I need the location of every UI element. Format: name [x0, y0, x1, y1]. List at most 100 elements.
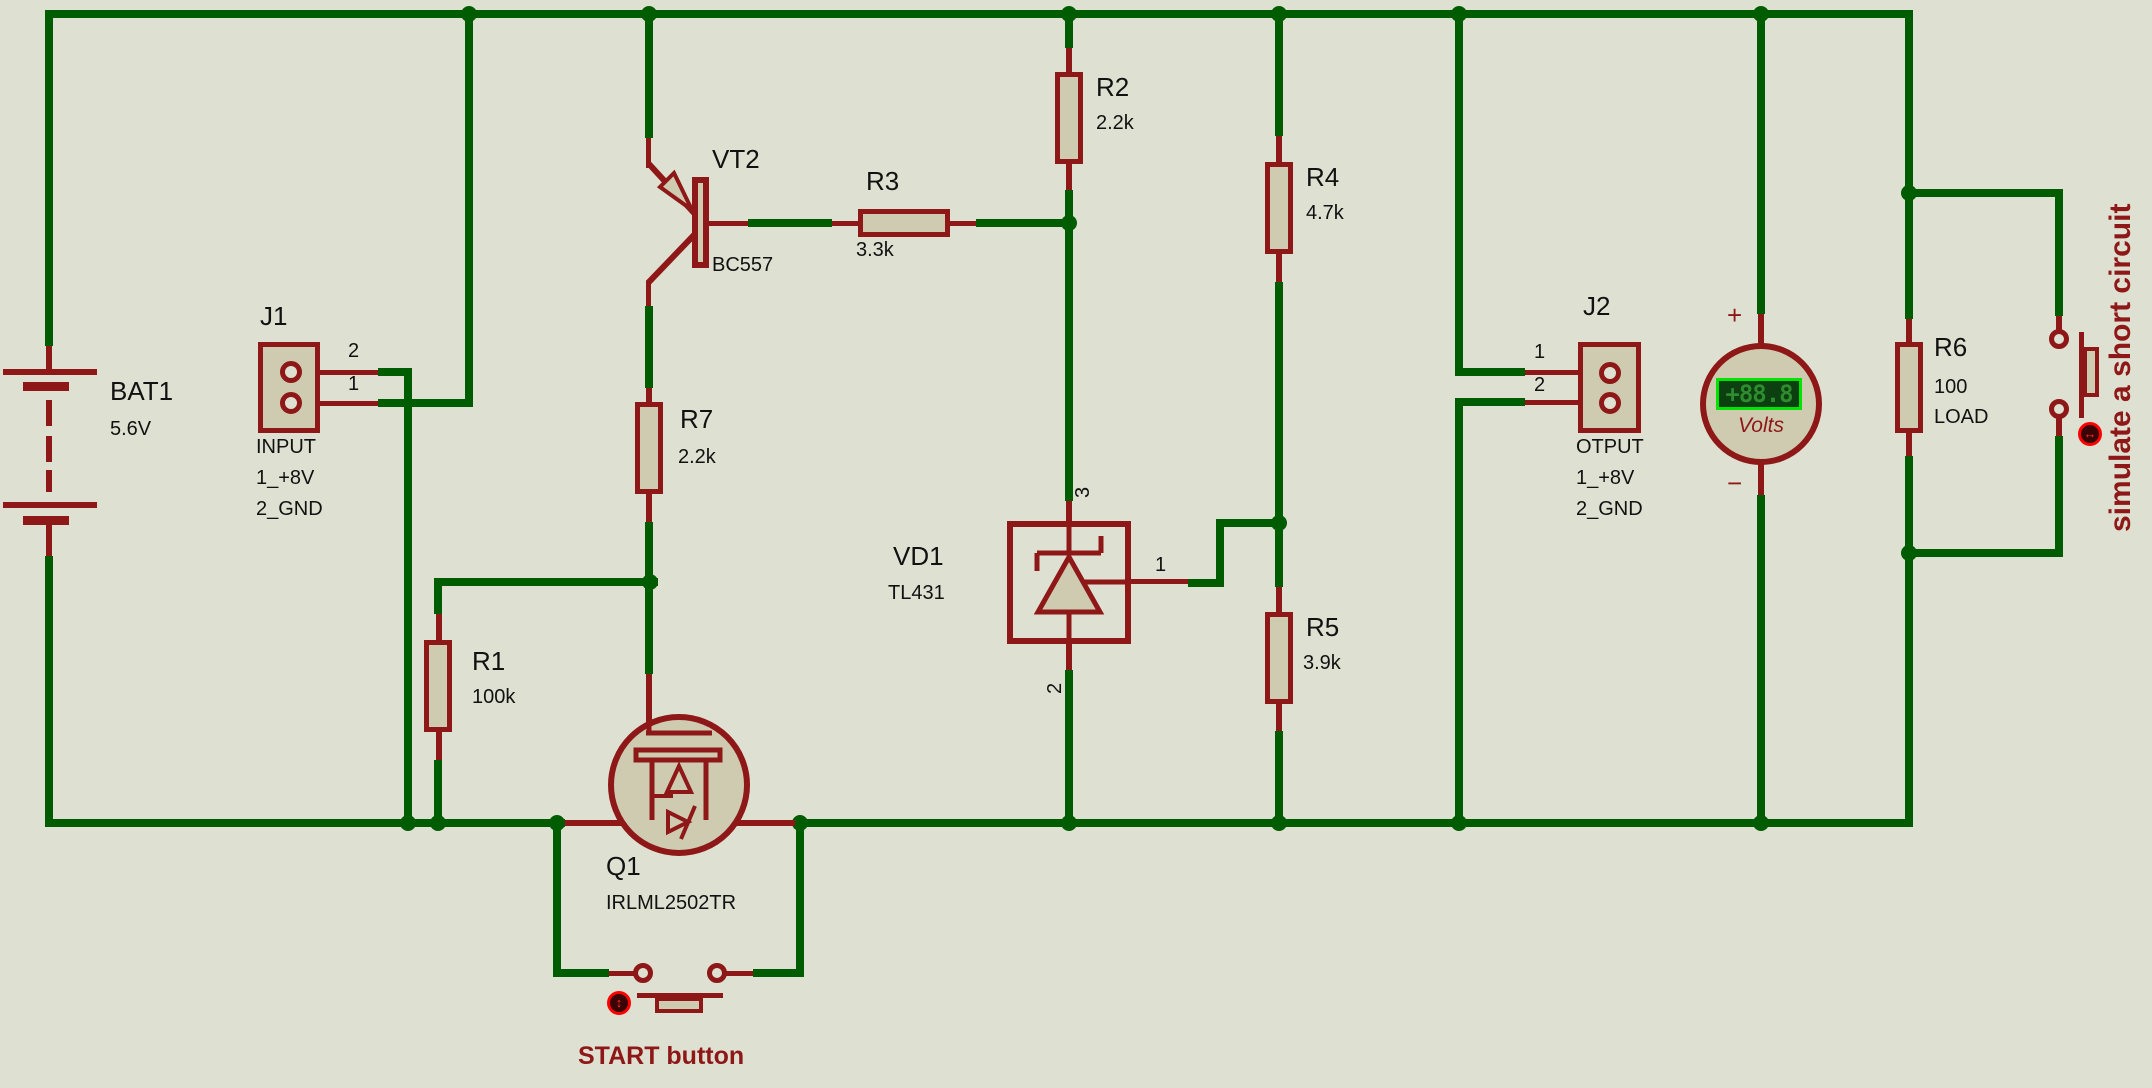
- pin-r7-bottom[interactable]: [646, 492, 652, 524]
- wire-r4-bottom[interactable]: [1275, 282, 1283, 527]
- connector-j2-pin1-terminal[interactable]: [1599, 362, 1621, 384]
- short-button-terminal-top[interactable]: [2049, 329, 2069, 349]
- wire-r6-top[interactable]: [1905, 193, 1913, 319]
- wire-r1-top[interactable]: [434, 578, 442, 614]
- pin-vd1-1[interactable]: [1128, 579, 1190, 584]
- pin-r7-top[interactable]: [646, 386, 652, 404]
- wire-start-left-h[interactable]: [553, 969, 609, 977]
- resistor-r6-body[interactable]: [1895, 342, 1923, 433]
- pin-short-bottom[interactable]: [2056, 417, 2062, 438]
- mosfet-q1-symbol[interactable]: [598, 703, 768, 868]
- wire-vd1-cathode[interactable]: [1065, 223, 1073, 501]
- start-button-actuator-bar[interactable]: [637, 993, 723, 998]
- resistor-r1-body[interactable]: [424, 640, 452, 732]
- wire-r5-top[interactable]: [1275, 525, 1283, 587]
- start-button-marker[interactable]: ↕: [607, 991, 631, 1015]
- pin-vt2-base[interactable]: [708, 221, 752, 226]
- battery-dash-icon[interactable]: [46, 470, 52, 492]
- pin-meter-top[interactable]: [1758, 312, 1764, 346]
- wire-right-rail-bottom[interactable]: [1905, 549, 1913, 827]
- start-button-cap[interactable]: [655, 997, 703, 1013]
- wire-right-rail-top[interactable]: [1905, 10, 1913, 200]
- pin-r1-bottom[interactable]: [436, 730, 442, 762]
- start-button-terminal-left[interactable]: [633, 963, 653, 983]
- pin-r6-top[interactable]: [1906, 315, 1912, 344]
- pin-short-top[interactable]: [2056, 314, 2062, 330]
- wire-start-right-h[interactable]: [753, 969, 804, 977]
- wire-short-bottom-v[interactable]: [2055, 436, 2063, 557]
- short-button-terminal-bottom[interactable]: [2049, 399, 2069, 419]
- wire-vd1-anode[interactable]: [1065, 670, 1073, 827]
- pin-vd1-3[interactable]: [1066, 499, 1072, 525]
- pin-r4-bottom[interactable]: [1276, 252, 1282, 284]
- wire-vt2-collector[interactable]: [645, 306, 653, 388]
- pin-vt2-collector[interactable]: [646, 281, 651, 308]
- connector-j1-body[interactable]: [258, 342, 320, 433]
- wire-j1-vcc-h[interactable]: [378, 399, 473, 407]
- pin-r4-top[interactable]: [1276, 134, 1282, 164]
- wire-vd1-ref-v[interactable]: [1216, 519, 1224, 587]
- resistor-r5-body[interactable]: [1265, 612, 1293, 704]
- wire-r2-bottom[interactable]: [1065, 190, 1073, 227]
- wire-left-rail-upper[interactable]: [45, 10, 53, 346]
- transistor-vt2-symbol[interactable]: [590, 130, 810, 330]
- battery-plate-short-top[interactable]: [23, 382, 69, 391]
- wire-short-top-v[interactable]: [2055, 189, 2063, 316]
- short-button-marker[interactable]: ↔: [2078, 422, 2102, 446]
- pin-r2-bottom[interactable]: [1066, 162, 1072, 192]
- pin-bat1-top[interactable]: [46, 344, 52, 372]
- pin-meter-bottom[interactable]: [1758, 458, 1764, 498]
- start-button-terminal-right[interactable]: [707, 963, 727, 983]
- wire-top-rail[interactable]: [45, 10, 1913, 18]
- pin-vd1-2[interactable]: [1066, 641, 1072, 672]
- wire-j1-gnd-riser[interactable]: [404, 368, 412, 827]
- wire-r2-top[interactable]: [1065, 10, 1073, 48]
- wire-r4-top[interactable]: [1275, 10, 1283, 136]
- pin-r6-bottom[interactable]: [1906, 431, 1912, 458]
- wire-r6-bottom[interactable]: [1905, 456, 1913, 557]
- pin-r5-bottom[interactable]: [1276, 702, 1282, 733]
- pin-r5-top[interactable]: [1276, 585, 1282, 614]
- battery-dash-icon[interactable]: [46, 400, 52, 426]
- pin-r2-top[interactable]: [1066, 46, 1072, 74]
- wire-vd1-ref-h1[interactable]: [1188, 579, 1224, 587]
- wire-r3-right[interactable]: [976, 219, 1073, 227]
- resistor-r7-body[interactable]: [635, 402, 663, 494]
- wire-j2-gnd-h[interactable]: [1455, 398, 1525, 406]
- short-button-cap[interactable]: [2083, 347, 2099, 397]
- pin-r3-left[interactable]: [828, 221, 860, 226]
- wire-r7-bottom[interactable]: [645, 522, 653, 586]
- short-button-actuator-bar[interactable]: [2079, 332, 2084, 418]
- wire-gate-node-h[interactable]: [434, 578, 658, 586]
- resistor-r3-body[interactable]: [858, 209, 950, 237]
- pin-j1-2[interactable]: [300, 370, 380, 375]
- battery-plate-long-top[interactable]: [3, 369, 97, 375]
- pin-q1-gate[interactable]: [646, 668, 652, 734]
- resistor-r4-body[interactable]: [1265, 162, 1293, 254]
- wire-j1-gnd-h[interactable]: [378, 368, 412, 376]
- connector-j2-body[interactable]: [1578, 342, 1641, 433]
- wire-vd1-ref-h2[interactable]: [1216, 519, 1284, 527]
- wire-q1-gate[interactable]: [645, 578, 653, 674]
- wire-meter-bottom[interactable]: [1757, 495, 1765, 827]
- battery-plate-long-bottom[interactable]: [3, 502, 97, 508]
- wire-left-rail-lower[interactable]: [45, 556, 53, 827]
- connector-j1-pin2-terminal[interactable]: [280, 361, 302, 383]
- pin-r3-right[interactable]: [950, 221, 978, 226]
- resistor-r2-body[interactable]: [1055, 72, 1083, 164]
- pin-bat1-bottom[interactable]: [46, 524, 52, 558]
- wire-start-right-v[interactable]: [796, 823, 804, 977]
- wire-j2-out-riser[interactable]: [1455, 10, 1463, 376]
- pin-j2-2[interactable]: [1522, 400, 1580, 405]
- wire-short-top-h[interactable]: [1905, 189, 2063, 197]
- wire-vt2-emitter[interactable]: [645, 10, 653, 138]
- pin-j2-1[interactable]: [1522, 370, 1580, 375]
- wire-short-bottom-h[interactable]: [1905, 549, 2063, 557]
- pin-vt2-emitter[interactable]: [646, 136, 651, 168]
- wire-j2-out-h[interactable]: [1455, 368, 1525, 376]
- wire-meter-top[interactable]: [1757, 10, 1765, 314]
- wire-r1-bottom[interactable]: [434, 760, 442, 827]
- connector-j1-pin1-terminal[interactable]: [280, 392, 302, 414]
- pin-start-right[interactable]: [725, 971, 755, 976]
- wire-r5-bottom[interactable]: [1275, 731, 1283, 827]
